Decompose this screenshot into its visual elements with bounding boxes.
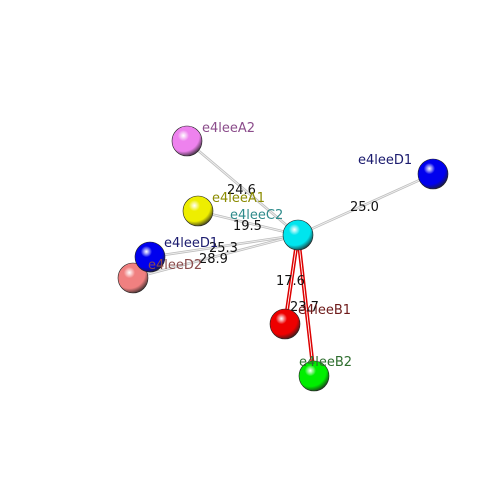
bond-D1a-hl: [297, 173, 434, 236]
bond-B2: [296, 234, 314, 377]
sphere-D1a: [417, 158, 449, 190]
sphere-A1: [182, 195, 214, 227]
sphere-center: [282, 219, 314, 251]
bond-D2-hl: [132, 234, 299, 279]
node-labels-layer: e4leeA2 e4leeA1 e4leeD1 e4leeD1 e4leeD2 e4lee…: [148, 121, 412, 370]
spheres-layer: [117, 125, 449, 392]
node-label-center: e4leeC2: [230, 208, 283, 223]
node-label-B2: e4leeB2: [299, 355, 352, 370]
distance-label-A2: 24.6: [227, 183, 256, 198]
bond-D1b-hl: [149, 234, 299, 258]
node-label-D1a: e4leeD1: [358, 153, 412, 168]
bond-A1-hl: [197, 210, 299, 236]
node-label-B1: e4leeB1: [298, 303, 351, 318]
distance-label-B2: 23.7: [290, 300, 319, 315]
bond-B2-b: [298, 234, 316, 377]
bond-A2-hl: [186, 140, 299, 236]
distance-labels-layer: 24.6 19.5 25.0 25.328.9 17.6 23.7: [199, 183, 379, 315]
node-label-D2: e4leeD2: [148, 258, 202, 273]
sphere-B2: [298, 360, 330, 392]
distance-label-B1: 17.6: [276, 274, 305, 289]
sphere-B1: [269, 308, 301, 340]
sphere-D1b: [134, 241, 166, 273]
distance-label-D1b: 25.3: [209, 241, 238, 256]
distance-label-A1: 19.5: [233, 219, 262, 234]
node-label-A2: e4leeA2: [202, 121, 255, 136]
sphere-D2: [117, 262, 149, 294]
distance-label-D2: 28.9: [199, 252, 228, 267]
node-label-D1b: e4leeD1: [164, 236, 218, 251]
node-label-A1: e4leeA1: [212, 191, 265, 206]
distance-label-D1a: 25.0: [350, 200, 379, 215]
sphere-A2: [171, 125, 203, 157]
